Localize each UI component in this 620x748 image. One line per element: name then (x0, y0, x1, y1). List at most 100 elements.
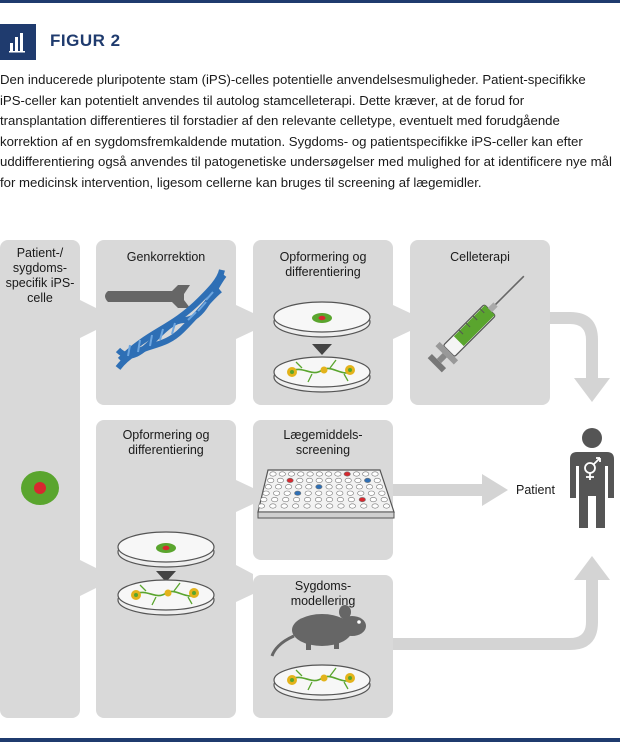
mouse-icon (270, 605, 366, 657)
neuron-dish-icon-2 (118, 580, 214, 615)
arrow-modelling-to-patient (393, 556, 610, 650)
plate-well (273, 490, 281, 496)
figure-header: FIGUR 2 (0, 24, 620, 60)
well-plate-icon (257, 469, 395, 519)
patient-icon (570, 428, 614, 528)
plate-well (325, 497, 333, 503)
plate-well (355, 484, 363, 490)
connector-prolif-modelling (236, 565, 253, 602)
plate-well (283, 490, 291, 496)
down-arrow-icon (312, 344, 332, 355)
plate-well (343, 471, 351, 477)
plate-well (315, 477, 323, 483)
plate-well (260, 497, 268, 503)
plate-well (337, 503, 345, 509)
plate-well (303, 503, 311, 509)
bottom-rule (0, 738, 620, 742)
plate-well (314, 503, 322, 509)
figure-label: FIGUR 2 (50, 31, 121, 50)
plate-well (325, 490, 333, 496)
plate-well (346, 490, 354, 496)
plate-well (314, 497, 322, 503)
plate-well (282, 497, 290, 503)
plate-well (358, 497, 366, 503)
plate-well (344, 477, 352, 483)
cell-therapy-title: Celleterapi (450, 250, 510, 264)
plate-well (315, 471, 323, 477)
plate-well (347, 497, 355, 503)
plate-well (264, 484, 272, 490)
plate-well (315, 484, 323, 490)
top-rule (0, 0, 620, 3)
panel-proliferation-bottom: Opformering og differentiering (96, 420, 236, 718)
plate-well (371, 503, 379, 509)
connector-source-prolif (80, 560, 96, 596)
plate-well (345, 484, 353, 490)
plate-well (287, 471, 295, 477)
connector-gene-prolif (236, 305, 253, 339)
plate-well (360, 503, 368, 509)
plate-well (294, 490, 302, 496)
plate-well (325, 471, 333, 477)
plate-well (367, 490, 375, 496)
plate-well (295, 484, 303, 490)
plate-well (262, 490, 270, 496)
plate-well (267, 477, 275, 483)
plate-well (304, 497, 312, 503)
plate-well (305, 477, 313, 483)
proliferation-bottom-title: Opformering og differentiering (122, 428, 210, 457)
connector-source-gene (80, 300, 96, 338)
plate-well (369, 497, 377, 503)
plate-well (365, 484, 373, 490)
bar-chart-icon (0, 24, 36, 60)
plate-well (334, 471, 342, 477)
neuron-dish-icon-3 (274, 665, 370, 700)
plate-well (364, 477, 372, 483)
plate-well (334, 477, 342, 483)
plate-well (269, 471, 277, 477)
plate-well (297, 471, 305, 477)
syringe-icon (427, 275, 525, 373)
source-title: Patient-/ sygdoms-specifik iPS-celle (5, 246, 75, 305)
plate-well (285, 484, 293, 490)
gene-correction-title: Genkorrektion (126, 250, 206, 264)
proliferation-top-title: Opformering og differentiering (279, 250, 367, 279)
plate-well (326, 503, 334, 509)
plate-well (373, 477, 381, 483)
plate-well (296, 477, 304, 483)
panel-gene-correction: Genkorrektion (96, 240, 236, 405)
down-arrow-icon-2 (156, 571, 176, 582)
figure-caption: Den inducerede pluripotente stam (iPS)-c… (0, 72, 612, 190)
plate-well (280, 503, 288, 509)
plate-well (286, 477, 294, 483)
plate-well (352, 471, 360, 477)
plate-well (315, 490, 323, 496)
wrench-dna-icon (105, 269, 227, 370)
plate-well (362, 471, 370, 477)
disease-modelling-title: Sygdoms-modellering (290, 579, 356, 608)
plate-well (380, 497, 388, 503)
plate-well (276, 477, 284, 483)
plate-well (348, 503, 356, 509)
arrow-screening-to-patient (393, 474, 508, 506)
plate-well (382, 503, 390, 509)
plate-well (257, 503, 265, 509)
connector-prolif-therapy (393, 305, 410, 339)
plate-well (335, 484, 343, 490)
plate-well (292, 503, 300, 509)
neuron-dish-icon (274, 357, 370, 392)
panel-cell-therapy: Celleterapi (410, 240, 550, 405)
plate-well (376, 484, 384, 490)
plate-well (325, 477, 333, 483)
plate-well (378, 490, 386, 496)
petri-dish-icon-2 (117, 531, 215, 568)
plate-well (336, 497, 344, 503)
plate-well (278, 471, 286, 477)
ips-cell-icon (21, 471, 59, 505)
plate-well (269, 503, 277, 509)
plate-well (357, 490, 365, 496)
arrow-therapy-to-patient (550, 312, 610, 402)
plate-well (271, 497, 279, 503)
plate-well (274, 484, 282, 490)
